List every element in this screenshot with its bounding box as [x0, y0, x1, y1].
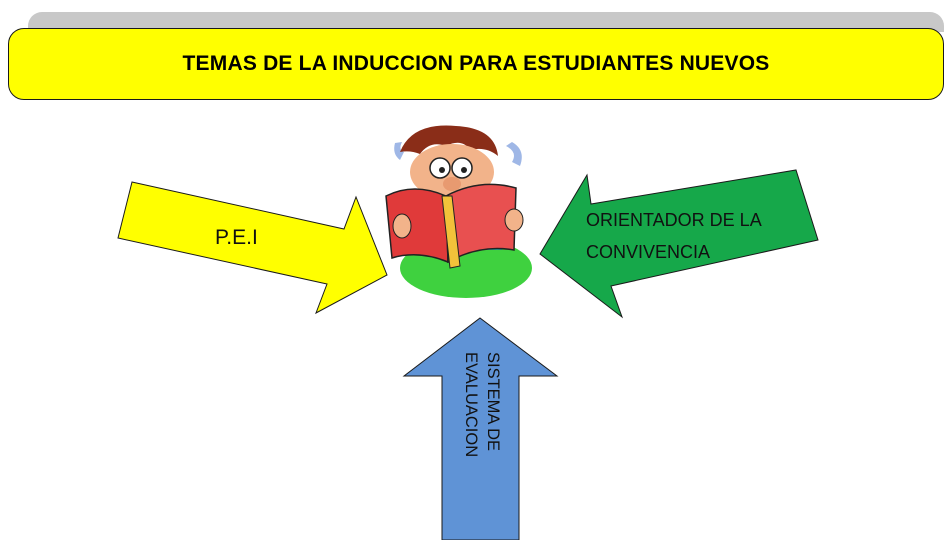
student-reading-book-icon [385, 125, 532, 298]
evaluacion-label: SISTEMA DE EVALUACION [462, 352, 502, 458]
orientador-label: ORIENTADOR DE LA CONVIVENCIA [586, 204, 796, 268]
orientador-label-line1: ORIENTADOR DE LA [586, 210, 762, 230]
pei-label: P.E.I [215, 226, 258, 249]
pei-arrow [117, 181, 388, 315]
evaluacion-arrow [402, 317, 559, 540]
page-title: TEMAS DE LA INDUCCION PARA ESTUDIANTES N… [182, 52, 770, 75]
orientador-label-line2: CONVIVENCIA [586, 242, 711, 262]
orientador-arrow [539, 169, 819, 319]
title-shadow [28, 12, 944, 32]
title-banner: TEMAS DE LA INDUCCION PARA ESTUDIANTES N… [8, 28, 944, 100]
